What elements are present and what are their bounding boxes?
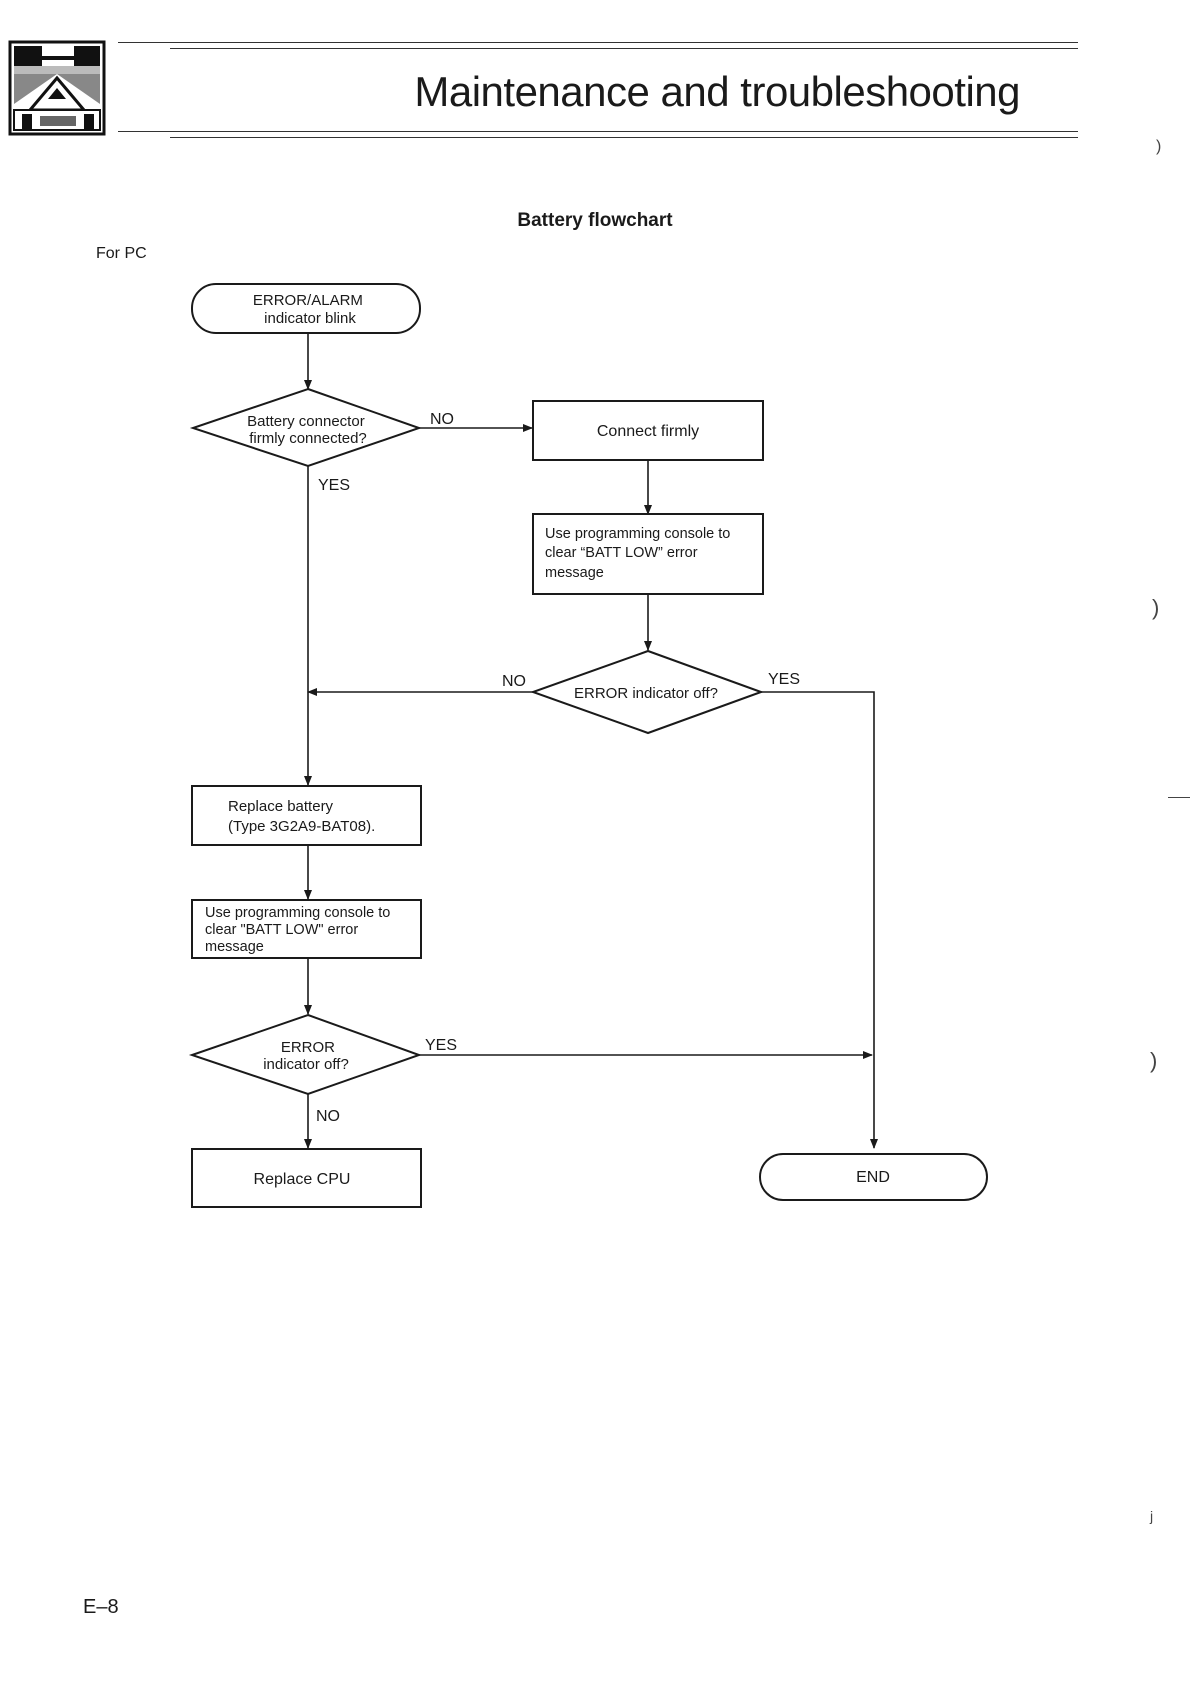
decision-error-right [530, 649, 764, 735]
margin-mark-1: ) [1156, 138, 1162, 155]
decision-connector-line-1: Battery connector [247, 413, 365, 430]
clear-right-line-1: Use programming console to [545, 526, 730, 542]
clear-left-line-1: Use programming console to [205, 905, 390, 921]
decision-error-right-text: ERROR indicator off? [574, 685, 718, 702]
clear-message-right-text: Use programming console to clear “BATT L… [545, 526, 734, 581]
end-line-1: END [856, 1169, 890, 1186]
decision-error-right-line-1: ERROR indicator off? [574, 685, 718, 702]
clear-message-left-text: Use programming console to clear "BATT L… [205, 905, 394, 955]
connector-error-right-yes [761, 691, 878, 1149]
margin-mark-4: j [1150, 1508, 1154, 1524]
process-clear-message-right [532, 513, 764, 595]
label-no-error-left: NO [316, 1108, 340, 1125]
replace-battery-line-2: (Type 3G2A9-BAT08). [228, 818, 375, 835]
decision-error-left-text: ERROR indicator off? [263, 1039, 349, 1073]
process-replace-battery [191, 785, 422, 846]
decision-error-left-line-1: ERROR [281, 1039, 335, 1056]
connect-firmly-text: Connect firmly [597, 423, 699, 440]
label-yes-error-right: YES [768, 671, 800, 688]
process-connect-firmly [532, 400, 764, 461]
label-no-error-right: NO [502, 673, 526, 690]
clear-right-line-3: message [545, 565, 604, 581]
decision-connector-line-2: firmly connected? [249, 430, 367, 447]
process-replace-cpu [191, 1148, 422, 1208]
connect-firmly-line-1: Connect firmly [597, 423, 699, 440]
chart-title: Battery flowchart [517, 210, 673, 231]
manual-section-logo-icon [8, 40, 106, 136]
clear-left-line-2: clear "BATT LOW" error [205, 922, 358, 938]
decision-error-left-line-2: indicator off? [263, 1056, 349, 1073]
replace-cpu-text: Replace CPU [254, 1171, 351, 1188]
label-yes-error-left: YES [425, 1037, 457, 1054]
clear-left-line-3: message [205, 939, 264, 955]
decision-battery-connector [189, 387, 423, 468]
replace-battery-text: Replace battery (Type 3G2A9-BAT08). [228, 798, 375, 835]
replace-battery-line-1: Replace battery [228, 798, 334, 815]
margin-mark-2: ) [1152, 595, 1160, 620]
header-rule-top-inner [170, 48, 1078, 49]
start-line-2: indicator blink [264, 310, 356, 327]
clear-right-line-2: clear “BATT LOW” error [545, 545, 698, 561]
margin-dash-mark [1168, 797, 1190, 798]
label-yes-connector: YES [318, 477, 350, 494]
header-rule-top [118, 42, 1078, 43]
label-no-connector: NO [430, 411, 454, 428]
header-rule-bottom [118, 131, 1078, 132]
header-rule-bottom-inner [170, 137, 1078, 138]
margin-mark-3: ) [1150, 1048, 1158, 1073]
end-terminal [759, 1153, 988, 1201]
section-title: Maintenance and troubleshooting [414, 68, 1020, 115]
start-terminal-text: ERROR/ALARM indicator blink [253, 292, 367, 327]
process-clear-message-left [191, 899, 422, 959]
start-line-1: ERROR/ALARM [253, 292, 363, 309]
start-terminal [191, 283, 421, 334]
replace-cpu-line-1: Replace CPU [254, 1171, 351, 1188]
decision-connector-text: Battery connector firmly connected? [247, 413, 369, 447]
end-terminal-text: END [856, 1169, 890, 1186]
page-number: E–8 [83, 1596, 119, 1618]
decision-error-left [188, 1013, 422, 1096]
side-label: For PC [96, 245, 147, 262]
